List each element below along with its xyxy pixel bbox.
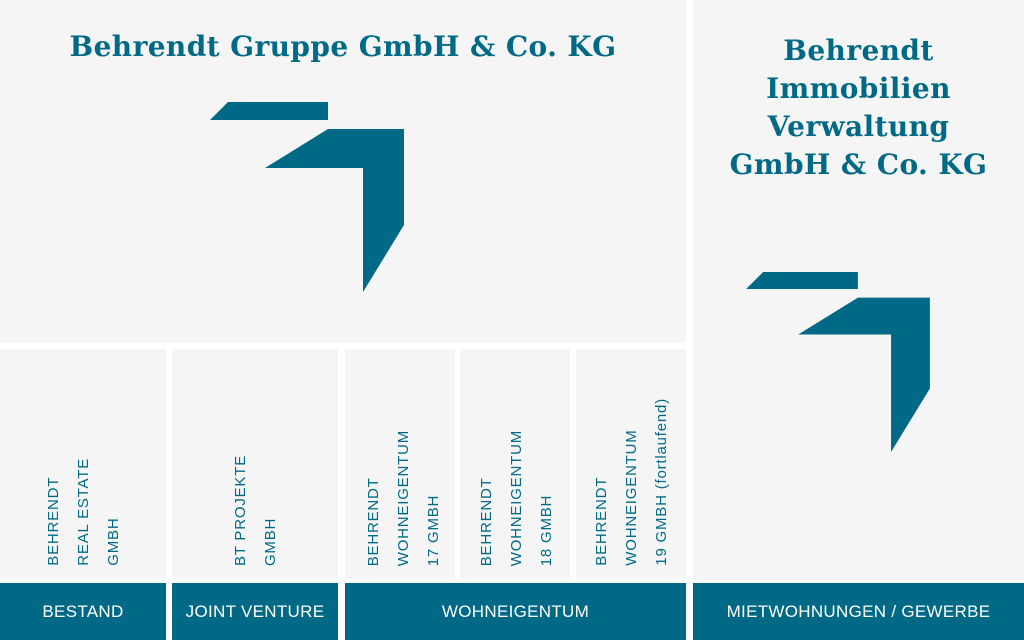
company-name: BEHRENDT WOHNEIGENTUM 17 GMBH <box>365 429 442 566</box>
company-cell: BEHRENDT WOHNEIGENTUM 19 GMBH (fortlaufe… <box>576 349 686 578</box>
title-line: Behrendt <box>783 34 934 67</box>
company-name: BEHRENDT REAL ESTATE GMBH <box>45 458 122 566</box>
title-line: GmbH & Co. KG <box>729 148 988 181</box>
behrendt-arrow-icon <box>746 272 930 452</box>
category-bar-wohneigentum: WOHNEIGENTUM <box>345 583 686 640</box>
company-cell: BEHRENDT REAL ESTATE GMBH <box>0 349 166 578</box>
company-cell: BT PROJEKTE GMBH <box>172 349 338 578</box>
company-name: BEHRENDT WOHNEIGENTUM 19 GMBH (fortlaufe… <box>593 398 670 566</box>
company-cell: BEHRENDT WOHNEIGENTUM 18 GMBH <box>460 349 570 578</box>
title-line: Verwaltung <box>767 110 950 143</box>
behrendt-arrow-icon <box>210 102 404 292</box>
title-line: Immobilien <box>766 72 951 105</box>
management-company-title: Behrendt Immobilien Verwaltung GmbH & Co… <box>693 32 1024 184</box>
category-bar-bestand: BESTAND <box>0 583 166 640</box>
company-name: BT PROJEKTE GMBH <box>232 454 279 566</box>
parent-company-title: Behrendt Gruppe GmbH & Co. KG <box>69 30 617 63</box>
parent-company-panel: Behrendt Gruppe GmbH & Co. KG <box>0 0 686 343</box>
company-cell: BEHRENDT WOHNEIGENTUM 17 GMBH <box>345 349 455 578</box>
company-name: BEHRENDT WOHNEIGENTUM 18 GMBH <box>478 429 555 566</box>
management-company-panel: Behrendt Immobilien Verwaltung GmbH & Co… <box>693 0 1024 580</box>
category-bar-mietwohnungen: MIETWOHNUNGEN / GEWERBE <box>693 583 1024 640</box>
category-bar-joint-venture: JOINT VENTURE <box>172 583 338 640</box>
